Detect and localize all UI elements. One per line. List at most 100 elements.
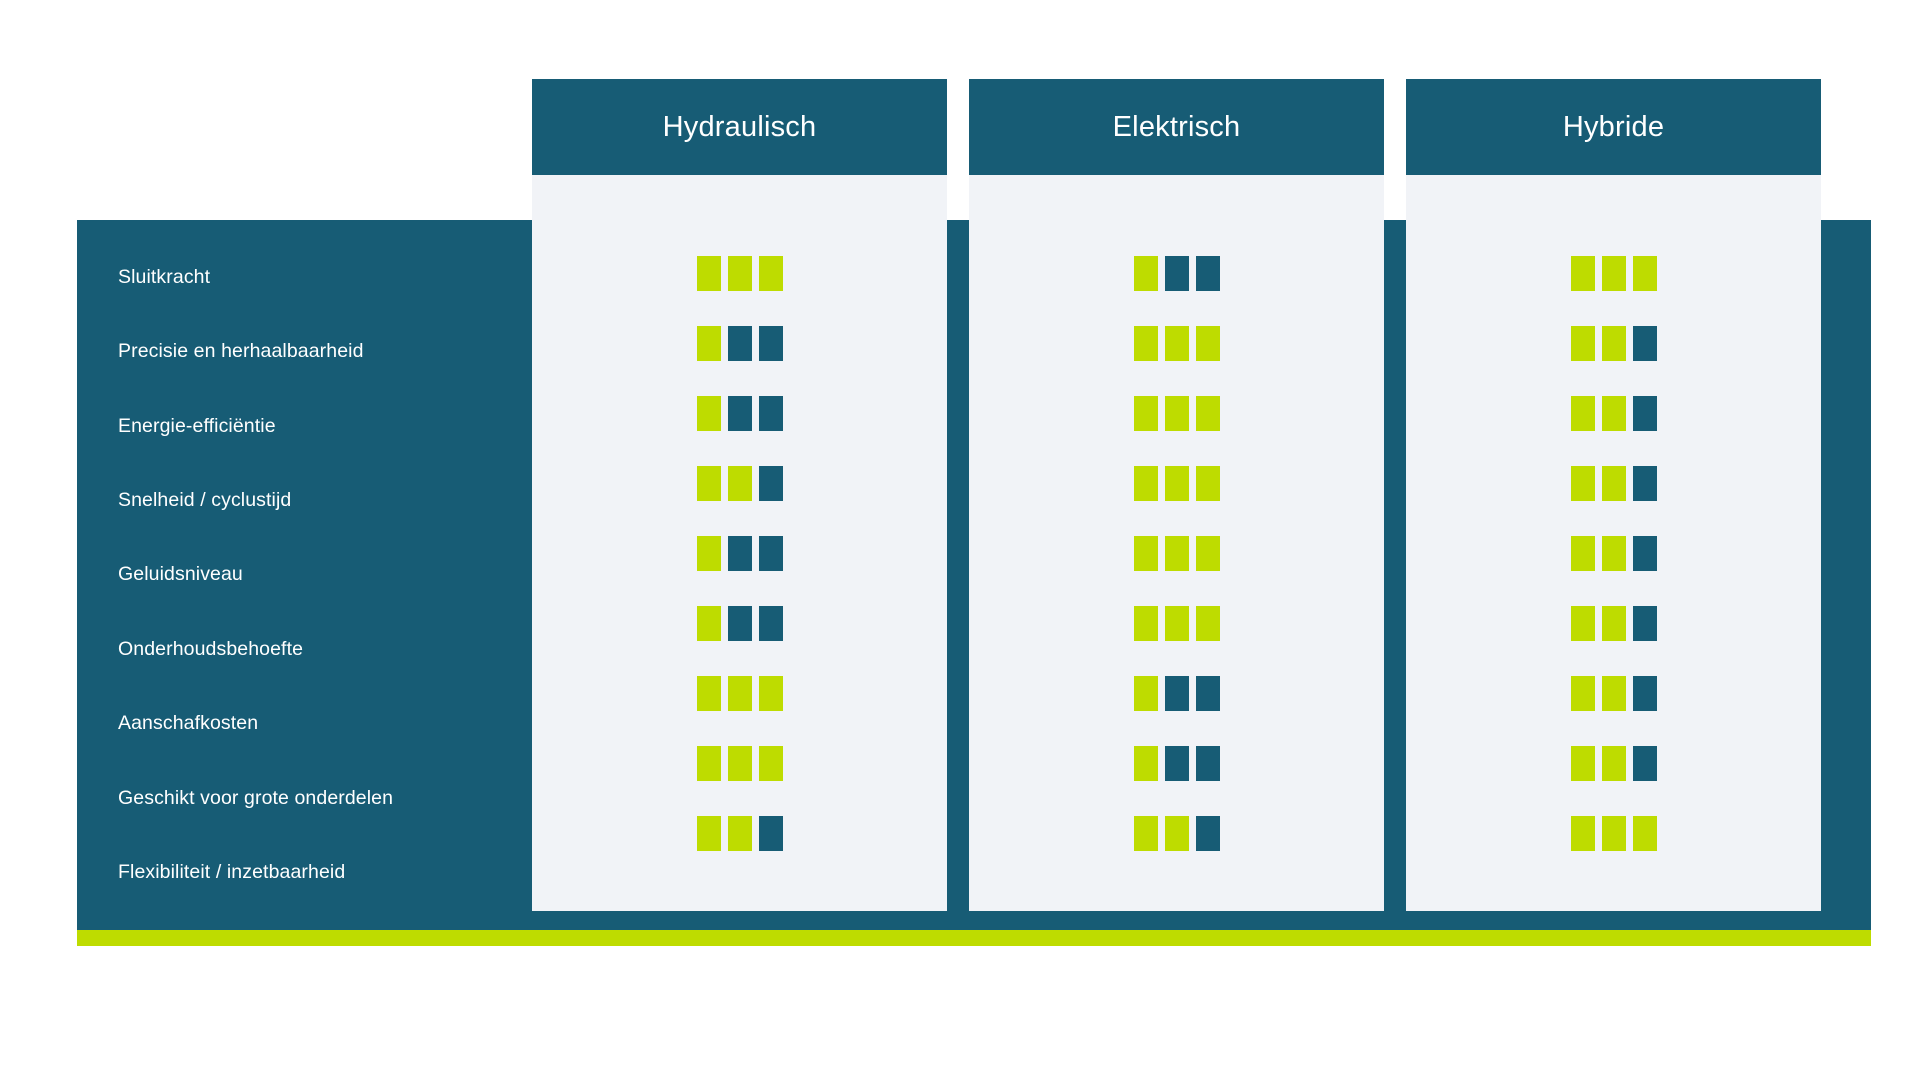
column-header-hydraulisch: Hydraulisch	[532, 79, 947, 175]
rating-block-filled	[1195, 606, 1220, 642]
rating-block-filled	[1601, 325, 1626, 361]
accent-bar	[77, 930, 1871, 946]
rating-block-filled	[1164, 535, 1189, 571]
rating-row	[969, 799, 1384, 869]
rating-row	[969, 308, 1384, 378]
rating-row	[1406, 589, 1821, 659]
rating-block-filled	[1164, 606, 1189, 642]
rating-block-filled	[1570, 395, 1595, 431]
rating-block-empty	[1632, 606, 1657, 642]
rating-block-filled	[1601, 535, 1626, 571]
rating-row	[532, 238, 947, 308]
rating-block-empty	[727, 606, 752, 642]
criteria-label: Snelheid / cyclustijd	[118, 489, 292, 512]
rating-block-empty	[1632, 535, 1657, 571]
rating-row	[532, 448, 947, 518]
rating-block-filled	[1570, 746, 1595, 782]
rating-list-hydraulisch	[532, 175, 947, 911]
rating-block-filled	[758, 746, 783, 782]
rating-block-filled	[1570, 325, 1595, 361]
column-hydraulisch: Hydraulisch	[532, 79, 947, 911]
rating-block-filled	[1133, 606, 1158, 642]
rating-row	[969, 378, 1384, 448]
rating-row	[969, 589, 1384, 659]
rating-block-empty	[1164, 676, 1189, 712]
rating-block-filled	[696, 395, 721, 431]
column-header-elektrisch: Elektrisch	[969, 79, 1384, 175]
rating-row	[532, 729, 947, 799]
rating-block-empty	[1632, 746, 1657, 782]
criteria-label-row: Sluitkracht	[118, 240, 518, 314]
rating-row	[1406, 238, 1821, 308]
rating-block-empty	[758, 465, 783, 501]
rating-block-filled	[1133, 465, 1158, 501]
rating-block-filled	[1164, 395, 1189, 431]
rating-row	[969, 518, 1384, 588]
criteria-label: Sluitkracht	[118, 265, 211, 288]
rating-block-filled	[1601, 746, 1626, 782]
rating-list-elektrisch	[969, 175, 1384, 911]
rating-block-filled	[1133, 395, 1158, 431]
criteria-label-row: Flexibiliteit / inzetbaarheid	[118, 836, 518, 910]
rating-block-filled	[1632, 255, 1657, 291]
rating-block-filled	[1601, 676, 1626, 712]
rating-block-filled	[1164, 816, 1189, 852]
criteria-label-row: Geluidsniveau	[118, 538, 518, 612]
rating-block-filled	[758, 676, 783, 712]
rating-row	[1406, 448, 1821, 518]
rating-block-filled	[1570, 255, 1595, 291]
rating-block-empty	[1195, 676, 1220, 712]
rating-block-empty	[758, 535, 783, 571]
rating-row	[1406, 659, 1821, 729]
rating-block-filled	[727, 816, 752, 852]
rating-block-filled	[696, 746, 721, 782]
rating-row	[969, 238, 1384, 308]
rating-block-empty	[1164, 255, 1189, 291]
rating-block-empty	[1632, 465, 1657, 501]
rating-block-empty	[758, 325, 783, 361]
rating-block-filled	[1601, 255, 1626, 291]
rating-block-empty	[758, 395, 783, 431]
rating-block-filled	[1133, 325, 1158, 361]
rating-list-hybride	[1406, 175, 1821, 911]
column-header-hybride: Hybride	[1406, 79, 1821, 175]
rating-block-filled	[1601, 606, 1626, 642]
criteria-label-row: Snelheid / cyclustijd	[118, 463, 518, 537]
rating-block-filled	[727, 255, 752, 291]
criteria-label-row: Geschikt voor grote onderdelen	[118, 761, 518, 835]
rating-row	[532, 378, 947, 448]
rating-row	[969, 659, 1384, 729]
rating-block-filled	[696, 465, 721, 501]
rating-block-filled	[1570, 606, 1595, 642]
rating-row	[532, 659, 947, 729]
criteria-label: Precisie en herhaalbaarheid	[118, 340, 364, 363]
rating-row	[532, 308, 947, 378]
rating-row	[969, 448, 1384, 518]
rating-block-empty	[1632, 395, 1657, 431]
criteria-label: Aanschafkosten	[118, 712, 259, 735]
rating-block-filled	[1133, 255, 1158, 291]
rating-block-filled	[1195, 535, 1220, 571]
criteria-label: Geluidsniveau	[118, 563, 243, 586]
rating-block-filled	[1133, 535, 1158, 571]
rating-block-filled	[1164, 325, 1189, 361]
criteria-label: Geschikt voor grote onderdelen	[118, 786, 394, 809]
rating-row	[1406, 729, 1821, 799]
rating-block-filled	[1632, 816, 1657, 852]
rating-block-filled	[1570, 676, 1595, 712]
rating-block-filled	[696, 676, 721, 712]
rating-block-empty	[758, 606, 783, 642]
criteria-label: Onderhoudsbehoefte	[118, 637, 304, 660]
criteria-label: Flexibiliteit / inzetbaarheid	[118, 861, 346, 884]
rating-block-filled	[696, 325, 721, 361]
rating-block-filled	[1601, 395, 1626, 431]
rating-block-filled	[1195, 465, 1220, 501]
criteria-label-list: Sluitkracht Precisie en herhaalbaarheid …	[118, 240, 518, 910]
rating-row	[1406, 378, 1821, 448]
criteria-label: Energie-efficiëntie	[118, 414, 276, 437]
rating-block-empty	[1164, 746, 1189, 782]
rating-block-empty	[1632, 676, 1657, 712]
rating-block-empty	[1195, 746, 1220, 782]
rating-block-filled	[727, 676, 752, 712]
comparison-columns: Hydraulisch Elektrisch Hybride	[532, 79, 1821, 911]
